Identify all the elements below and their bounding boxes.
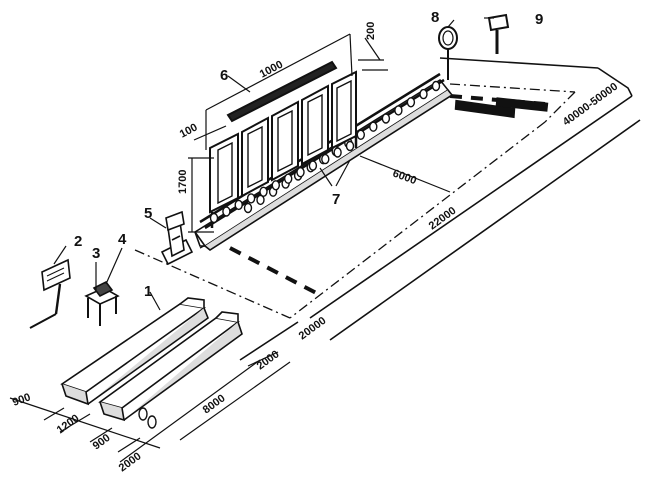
- label-3: 3: [92, 245, 100, 262]
- ramp-marks: [138, 407, 157, 429]
- pole-8: [438, 26, 458, 80]
- label-8: 8: [431, 9, 439, 26]
- front-dims: [9, 351, 291, 463]
- board-bulb: [246, 193, 256, 204]
- label-7: 7: [332, 191, 340, 208]
- curb-lamp: [394, 105, 403, 116]
- label-2: 2: [74, 233, 82, 250]
- label-9: 9: [535, 11, 543, 28]
- dim-ramp-base: 2000: [117, 450, 144, 474]
- dim-lane-width: 6000: [391, 168, 418, 188]
- pole-9: [487, 13, 510, 54]
- ground-platform: [239, 57, 641, 361]
- board-bulb: [284, 173, 293, 184]
- curb-lamp: [381, 113, 391, 124]
- dim-ramp-gap-a: 900: [11, 391, 32, 409]
- ramp-left: [60, 297, 209, 406]
- dim-side-length: 20000: [297, 315, 329, 343]
- control-box-5: [160, 210, 194, 266]
- boundary-dashdot: [134, 83, 576, 319]
- board-bulb: [345, 140, 355, 152]
- board-bulb: [296, 166, 305, 178]
- sign-board: [209, 60, 358, 228]
- board-bulb: [259, 186, 268, 198]
- board-bulb: [271, 180, 280, 191]
- label-6: 6: [220, 67, 228, 84]
- board-bulb: [321, 153, 330, 165]
- board-bulb: [209, 212, 219, 224]
- label-4: 4: [118, 231, 127, 248]
- dim-board-top: 200: [365, 22, 377, 40]
- curb-lamp: [356, 129, 365, 141]
- board-bulb: [234, 199, 243, 211]
- board-bulb: [333, 147, 342, 158]
- curb-lamp: [369, 121, 378, 132]
- label-1: 1: [144, 283, 152, 300]
- board-bulb: [308, 160, 318, 171]
- ramp-right: [98, 311, 243, 422]
- dim-ramp-length: 8000: [201, 392, 228, 416]
- sign-2: [29, 258, 71, 329]
- dim-ramp-gap-b: 1200: [55, 412, 82, 436]
- bulb-row: [209, 140, 355, 224]
- label-5: 5: [144, 205, 152, 222]
- curb-lamp: [406, 97, 416, 108]
- table-3-4: [84, 280, 120, 326]
- curb-lamp: [419, 88, 428, 100]
- board-dims: [188, 33, 388, 233]
- dim-ramp-gap-c: 900: [91, 432, 113, 452]
- dim-total-length: 40000-50000: [561, 81, 621, 129]
- curb-lamp: [431, 80, 441, 92]
- board-bulb: [222, 206, 231, 217]
- curb-lamp: [243, 202, 253, 214]
- dim-panel-gap: 100: [178, 121, 200, 140]
- floor-sign: [454, 97, 549, 119]
- dim-board-height: 1700: [177, 170, 189, 194]
- leaders: [53, 17, 494, 311]
- dim-board-width: 1000: [258, 59, 285, 81]
